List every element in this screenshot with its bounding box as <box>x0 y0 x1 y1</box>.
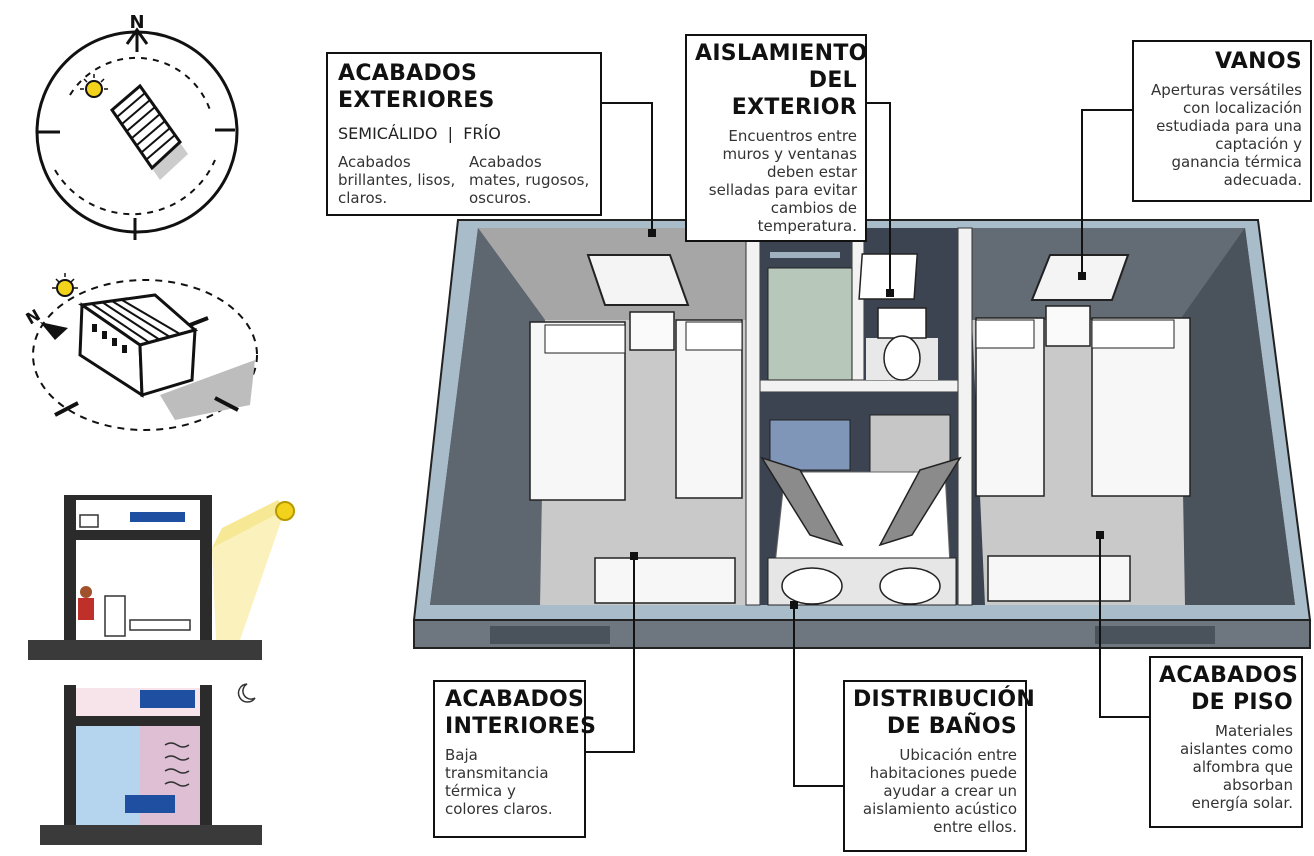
blanket <box>130 512 185 522</box>
right-room-floor <box>972 320 1185 605</box>
callout-body: Baja transmitancia térmica y colores cla… <box>445 746 553 818</box>
right-room-wall <box>972 228 1245 320</box>
callout-distribucion-banos: DISTRIBUCIÓN DE BAÑOS Ubicación entre ha… <box>843 680 1036 852</box>
callout-title: ACABADOS INTERIORES <box>445 687 597 739</box>
orientation-sketch: N <box>35 12 239 240</box>
callout-subtitle: SEMICÁLIDO | FRÍO <box>338 124 501 143</box>
bed <box>675 319 743 499</box>
callout-acabados-piso: ACABADOS DE PISO Materiales aislantes co… <box>1149 656 1303 828</box>
bed <box>529 321 626 501</box>
callout-title: DISTRIBUCIÓN DE BAÑOS <box>853 687 1036 739</box>
callout-body: Aperturas versátiles con localización es… <box>1150 81 1302 189</box>
bed <box>1091 317 1191 497</box>
sun-icon <box>275 501 295 521</box>
toilet <box>858 253 927 381</box>
callout-acabados-interiores: ACABADOS INTERIORES Baja transmitancia t… <box>433 680 597 838</box>
north-label: N <box>23 305 44 328</box>
day-section-sketch <box>28 495 295 660</box>
callout-body: Ubicación entre habitaciones puede ayuda… <box>862 746 1017 836</box>
shower-doors <box>760 456 962 547</box>
callout-vanos: VANOS Aperturas versátiles con localizac… <box>1132 40 1312 202</box>
left-room-floor <box>540 320 746 605</box>
shower <box>767 267 853 381</box>
perspective-sketch: N <box>23 273 258 431</box>
callout-title: VANOS <box>1214 49 1302 74</box>
skylight-left <box>586 254 690 306</box>
callout-body: Encuentros entre muros y ventanas deben … <box>708 127 857 235</box>
callout-col-semicalido: Acabados brillantes, lisos, claros. <box>338 153 456 207</box>
north-label: N <box>129 12 144 33</box>
sink-counter <box>767 557 957 606</box>
bed <box>975 317 1045 497</box>
night-section-sketch <box>40 683 262 845</box>
callout-title: ACABADOS EXTERIORES <box>338 61 495 113</box>
callout-aislamiento-exterior: AISLAMIENTO DEL EXTERIOR Encuentros entr… <box>685 34 867 242</box>
callout-body: Materiales aislantes como alfombra que a… <box>1180 722 1293 812</box>
concept-sketches: N N <box>23 12 295 845</box>
callout-title: ACABADOS DE PISO <box>1159 663 1299 715</box>
callout-col-frio: Acabados mates, rugosos, oscuros. <box>469 153 590 207</box>
skylight-right <box>1030 254 1130 301</box>
moon-icon <box>237 683 256 703</box>
callout-acabados-exteriores: ACABADOS EXTERIORES SEMICÁLIDO | FRÍO Ac… <box>326 52 602 216</box>
outer-wall <box>412 219 1312 621</box>
sun-icon <box>52 273 78 297</box>
sun-icon <box>80 74 108 98</box>
callout-title: AISLAMIENTO DEL EXTERIOR <box>695 41 868 120</box>
